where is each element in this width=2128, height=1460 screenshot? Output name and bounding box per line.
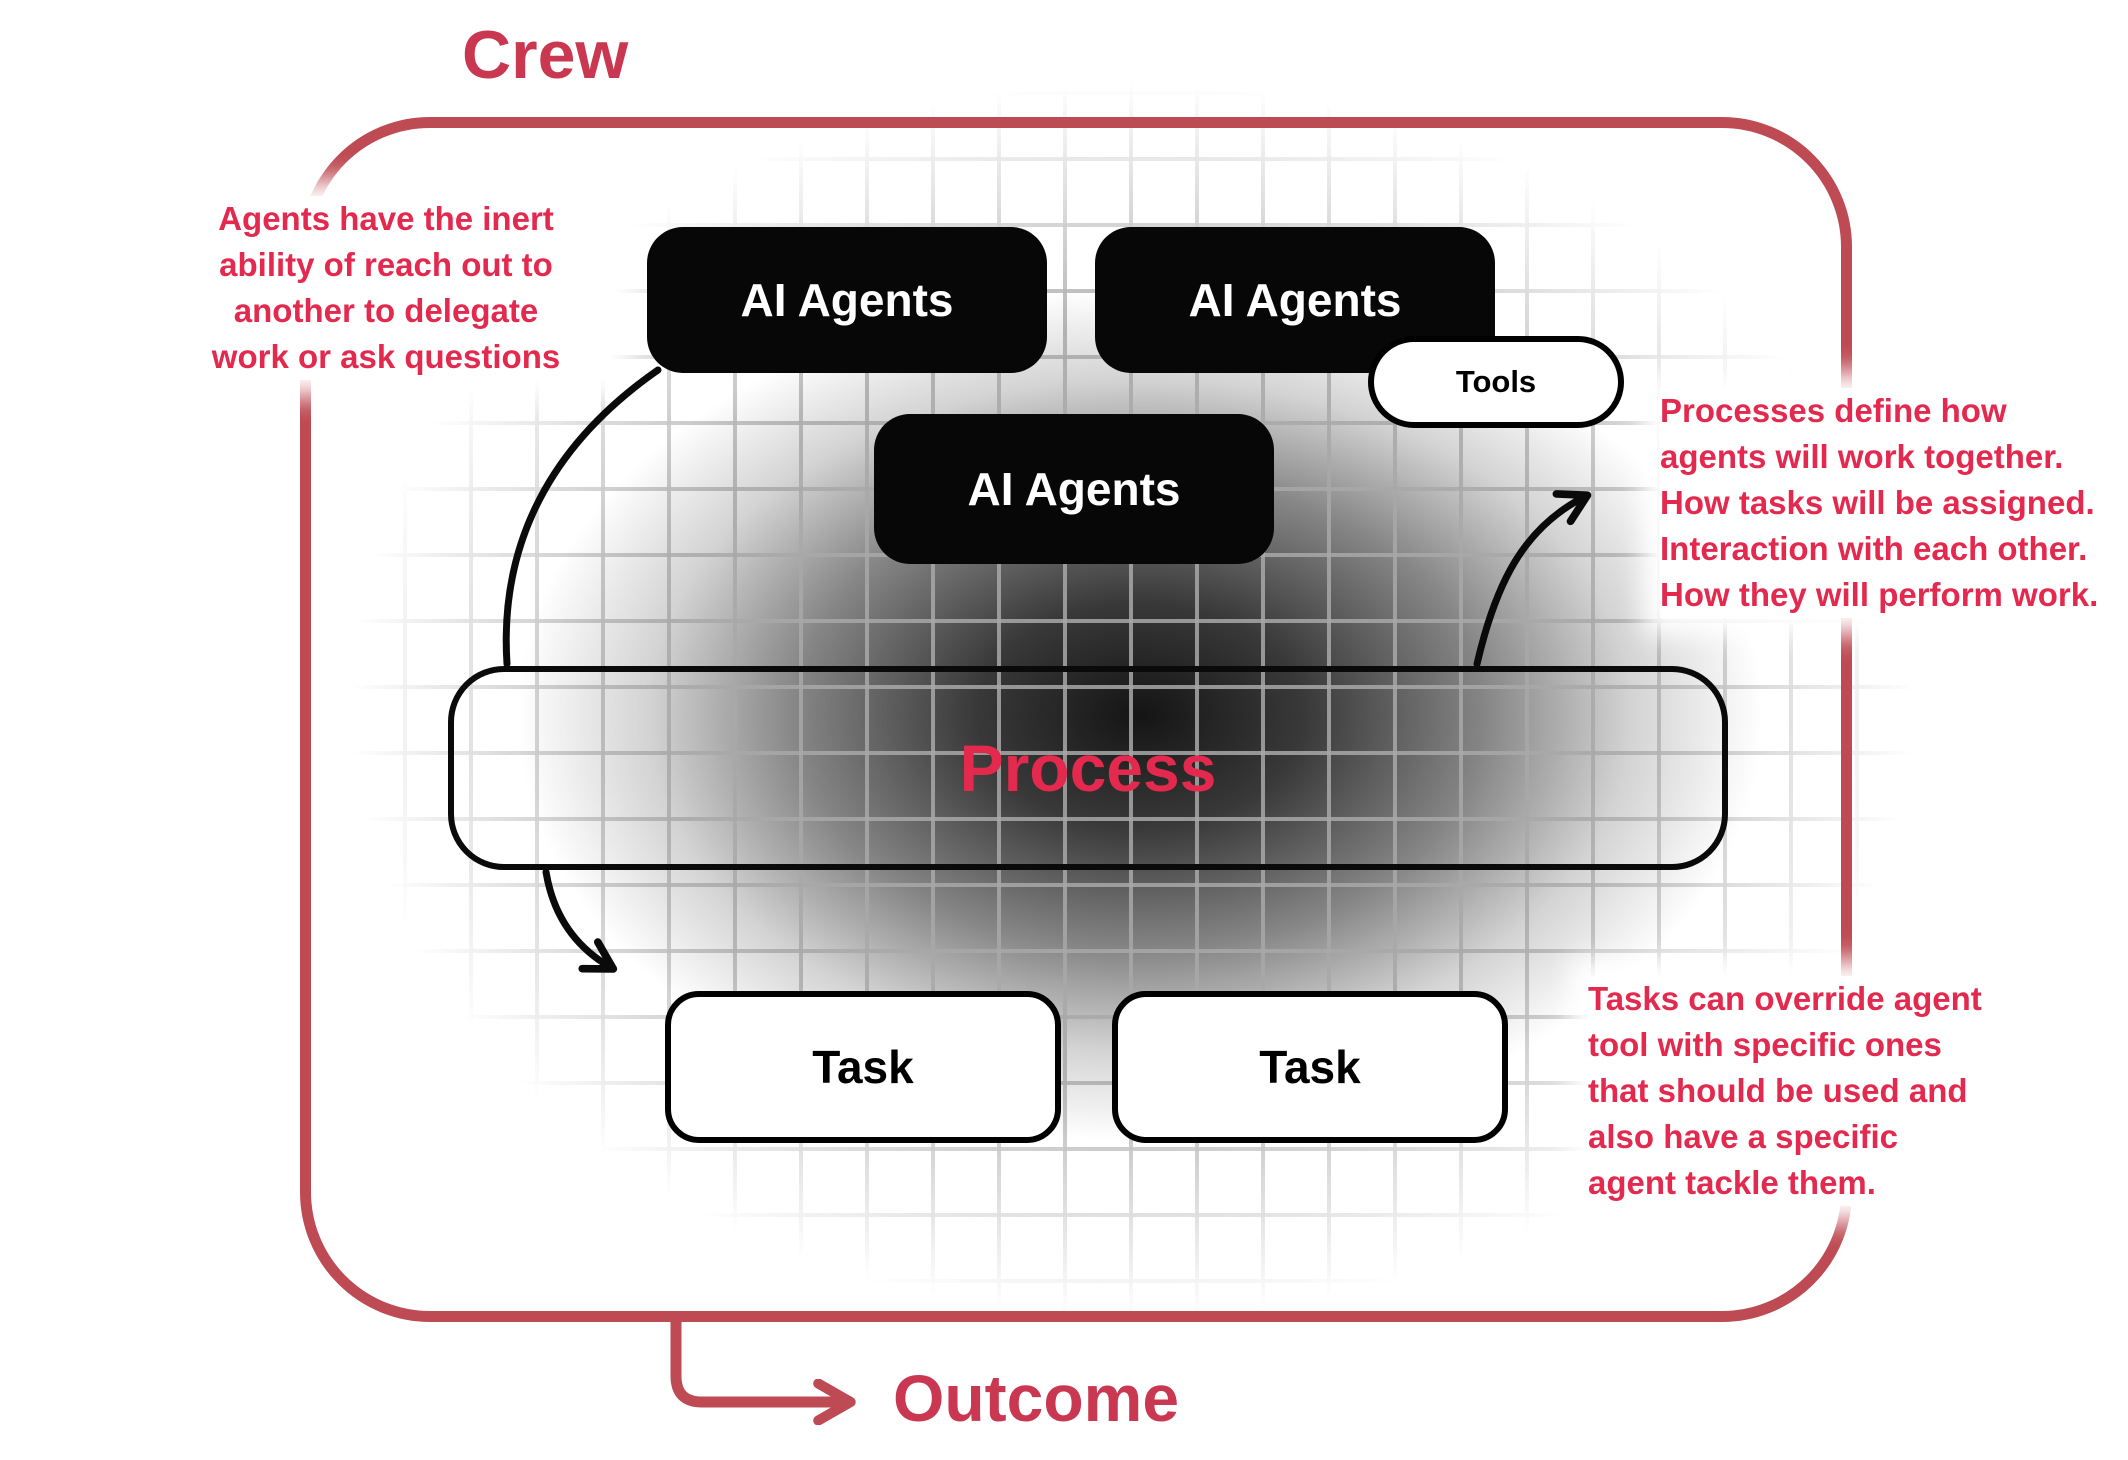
crew-title: Crew — [462, 17, 629, 93]
task-label: Task — [1259, 1041, 1361, 1093]
crew-boundary — [300, 117, 1852, 1322]
tools-label: Tools — [1455, 364, 1537, 399]
annotation-delegation: Agents have the inert ability of reach o… — [160, 196, 612, 380]
ai-agents-node: AI Agents — [874, 414, 1274, 564]
task-node: Task — [665, 991, 1061, 1143]
ai-agents-node: AI Agents — [1095, 227, 1495, 373]
ai-agents-label: AI Agents — [1188, 274, 1402, 326]
process-node: Process — [448, 666, 1728, 870]
ai-agents-label: AI Agents — [967, 463, 1181, 515]
outcome-label: Outcome — [893, 1361, 1180, 1435]
annotation-process: Processes define how agents will work to… — [1660, 388, 2099, 618]
ai-agents-node: AI Agents — [647, 227, 1047, 373]
tools-node: Tools — [1368, 336, 1624, 428]
task-node: Task — [1112, 991, 1508, 1143]
task-label: Task — [812, 1041, 914, 1093]
ai-agents-label: AI Agents — [740, 274, 954, 326]
annotation-tasks: Tasks can override agent tool with speci… — [1588, 976, 1982, 1206]
process-label: Process — [959, 731, 1217, 805]
